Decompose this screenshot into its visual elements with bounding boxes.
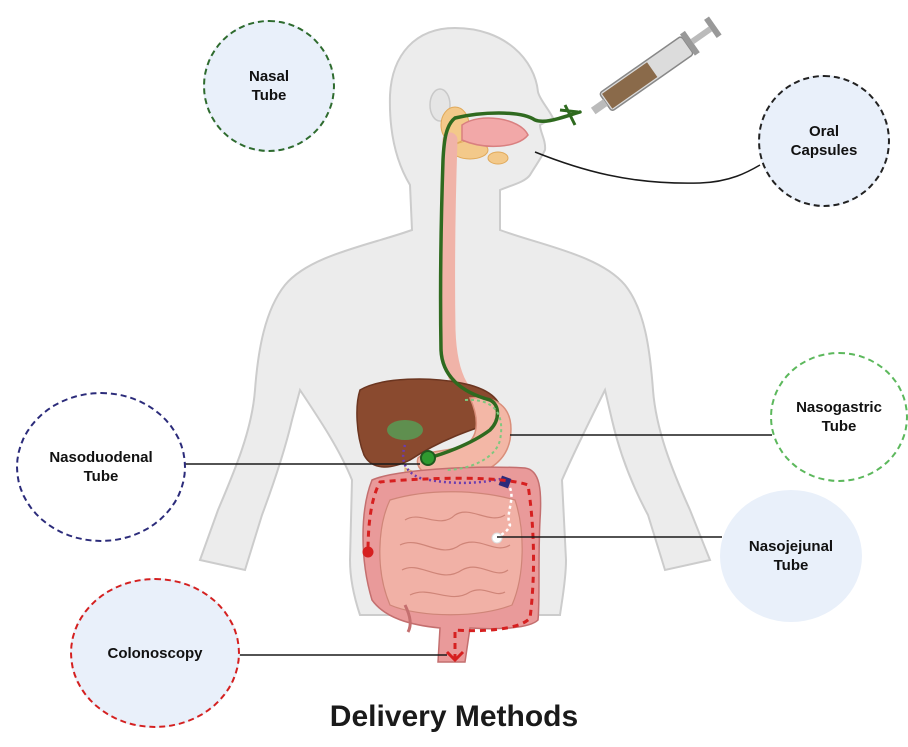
- colonoscopy-label: Colonoscopy: [107, 644, 202, 663]
- tube-end-marker: [421, 451, 435, 465]
- nasojejunal-marker: [492, 533, 502, 543]
- gallbladder: [387, 420, 423, 440]
- oral-capsules-connector: [535, 152, 760, 183]
- diagram-title: Delivery Methods: [0, 700, 908, 734]
- nasal-tube-label: Nasal Tube: [249, 67, 289, 105]
- nasoduodenal-tube-label: Nasoduodenal Tube: [49, 448, 152, 486]
- nasoduodenal-tube-bubble[interactable]: Nasoduodenal Tube: [16, 392, 186, 542]
- nasojejunal-tube-label: Nasojejunal Tube: [749, 537, 833, 575]
- nasal-tube-bubble[interactable]: Nasal Tube: [203, 20, 335, 152]
- nasogastric-tube-bubble[interactable]: Nasogastric Tube: [770, 352, 908, 482]
- nasogastric-tube-label: Nasogastric Tube: [796, 398, 882, 436]
- nasojejunal-tube-bubble[interactable]: Nasojejunal Tube: [720, 490, 862, 622]
- colonoscopy-tip-marker: [363, 547, 374, 558]
- oral-capsules-label: Oral Capsules: [791, 122, 858, 160]
- oral-capsules-bubble[interactable]: Oral Capsules: [758, 75, 890, 207]
- syringe-icon: [586, 15, 723, 122]
